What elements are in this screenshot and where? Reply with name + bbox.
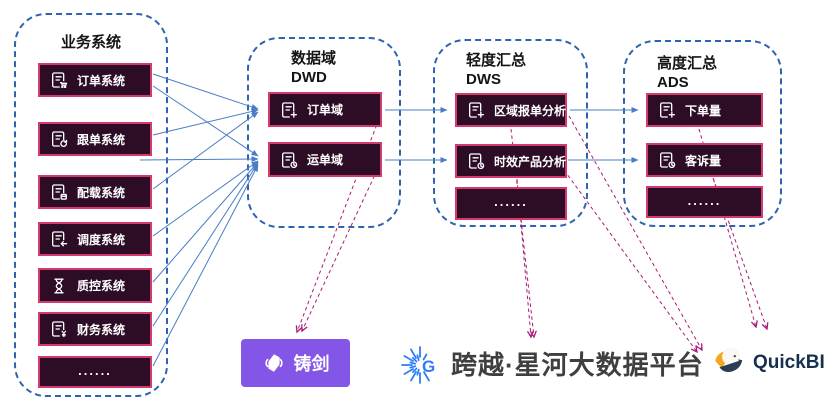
node-loading-system: 配载系统 — [38, 175, 152, 209]
node-label: 订单系统 — [77, 73, 126, 88]
node-ads-more: ...... — [646, 186, 763, 218]
node-timeliness-product-analysis: 时效产品分析 — [455, 144, 567, 178]
node-label: 配载系统 — [77, 185, 126, 200]
shield-gem-icon — [264, 354, 283, 372]
node-order-volume: 下单量 — [646, 93, 763, 127]
file-plus-icon — [469, 102, 485, 120]
node-regional-report-analysis: 区域报单分析 — [455, 93, 567, 127]
quickbi-logo: QuickBI — [710, 344, 825, 382]
node-order-system: 订单系统 — [38, 63, 152, 97]
node-waybill-domain: 运单域 — [268, 142, 382, 177]
forge-tool-logo: 铸剑 — [241, 339, 350, 387]
file-plus-icon — [282, 101, 298, 119]
node-label: 质控系统 — [77, 279, 126, 293]
node-label: ...... — [687, 192, 722, 208]
business-systems-title: 业务系统 — [60, 34, 121, 51]
file-plus-icon — [660, 102, 676, 120]
quickbi-label: QuickBI — [753, 352, 825, 373]
node-complaint-volume: 客诉量 — [646, 143, 763, 177]
node-tracking-system: 跟单系统 — [38, 122, 152, 156]
node-label: ...... — [494, 194, 528, 209]
file-arrow-icon — [52, 231, 68, 249]
starburst-g-icon: G — [401, 346, 435, 384]
logo-letter: G — [422, 357, 435, 376]
file-yen-icon — [52, 321, 68, 339]
node-label: ...... — [78, 362, 112, 378]
file-sync-icon — [52, 131, 68, 149]
node-quality-system: 质控系统 — [38, 268, 152, 303]
bird-icon — [715, 347, 743, 372]
node-label: 财务系统 — [77, 322, 126, 337]
hourglass-icon — [54, 278, 64, 293]
forge-tool-label: 铸剑 — [293, 354, 330, 374]
node-label: 区域报单分析 — [494, 103, 567, 118]
file-cart-icon — [52, 72, 68, 90]
node-dws-more: ...... — [455, 187, 567, 220]
file-box-icon — [52, 184, 68, 202]
node-label: 跟单系统 — [77, 132, 126, 147]
platform-name: 跨越·星河大数据平台 — [451, 349, 704, 380]
node-label: 订单域 — [307, 103, 344, 117]
node-business-more: ...... — [38, 356, 152, 388]
node-order-domain: 订单域 — [268, 92, 382, 127]
node-label: 调度系统 — [77, 232, 126, 247]
node-dispatch-system: 调度系统 — [38, 222, 152, 256]
bigdata-platform-logo: G 跨越·星河大数据平台 — [396, 336, 704, 390]
node-label: 时效产品分析 — [494, 154, 567, 169]
file-clock-icon — [282, 151, 298, 169]
node-label: 下单量 — [685, 103, 722, 118]
file-clock-icon — [660, 152, 676, 170]
node-label: 客诉量 — [685, 153, 722, 168]
node-finance-system: 财务系统 — [38, 312, 152, 346]
file-clock-icon — [469, 153, 485, 171]
node-label: 运单域 — [307, 153, 344, 167]
